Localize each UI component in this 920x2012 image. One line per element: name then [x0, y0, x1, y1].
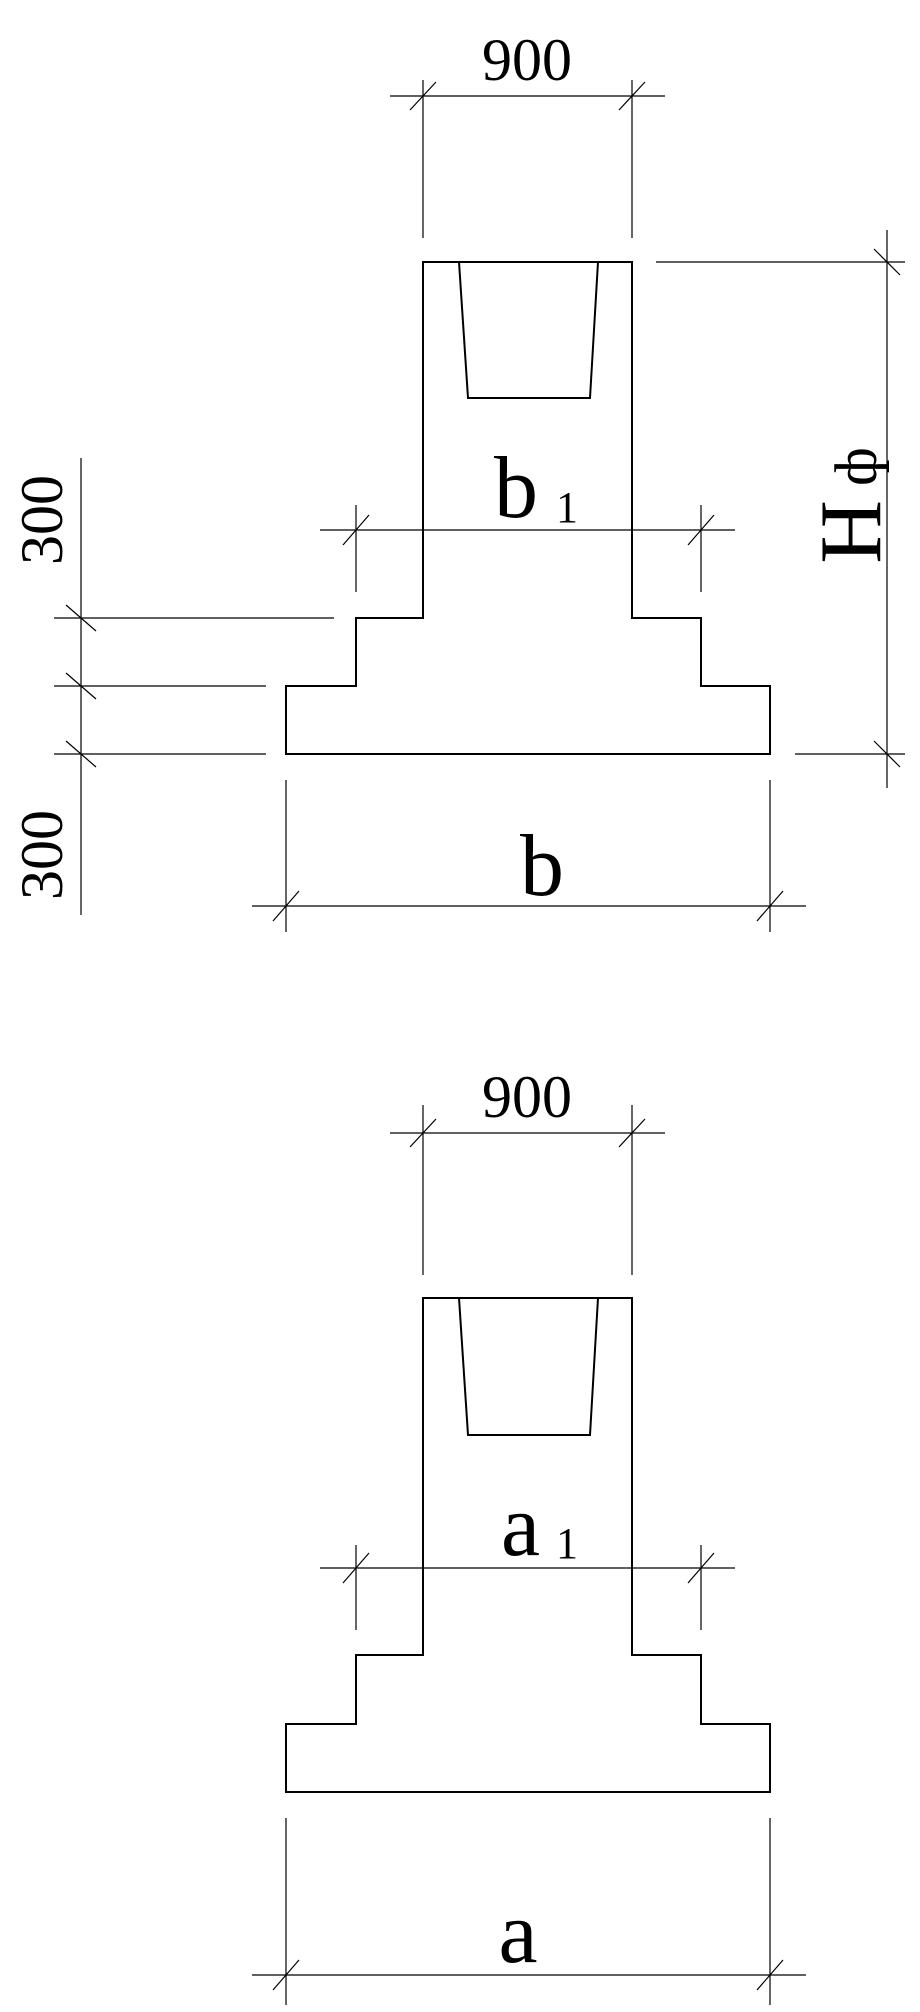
- foundation-outline-a: [285, 1297, 771, 1793]
- dimension-label-b1: b: [494, 440, 538, 537]
- dimension-label-hf-subscript: ф: [823, 447, 889, 486]
- dimension-label-left-lower: 300: [9, 810, 75, 900]
- dimension-mid-b: b 1: [320, 440, 735, 592]
- column-socket-b: [458, 261, 599, 399]
- dimension-bottom-b: b: [252, 780, 806, 932]
- dimension-label-hf: H: [803, 500, 900, 564]
- foundation-section-b: 900 b 1 b: [9, 27, 905, 932]
- dimension-label-b: b: [520, 818, 564, 915]
- dimension-label-a1-subscript: 1: [556, 1519, 578, 1568]
- dimension-bottom-a: a: [252, 1818, 806, 2005]
- dimension-label-left-upper: 300: [9, 475, 75, 565]
- dimension-label-a: a: [498, 1885, 537, 1982]
- foundation-section-a: 900 a 1 a: [252, 1064, 806, 2005]
- dimension-height-hf: H ф: [656, 230, 905, 788]
- dimension-top-b: 900: [390, 27, 665, 238]
- dimension-label-a1: a: [501, 1478, 540, 1575]
- dimension-top-a: 900: [390, 1064, 665, 1275]
- dimension-label-top-b: 900: [482, 27, 572, 93]
- dimension-label-top-a: 900: [482, 1064, 572, 1130]
- column-socket-a: [458, 1297, 599, 1436]
- dimension-left-heights: 300 300: [9, 458, 334, 915]
- dimension-mid-a: a 1: [320, 1478, 735, 1630]
- dimension-label-b1-subscript: 1: [556, 483, 578, 532]
- foundation-outline-b: [285, 261, 771, 755]
